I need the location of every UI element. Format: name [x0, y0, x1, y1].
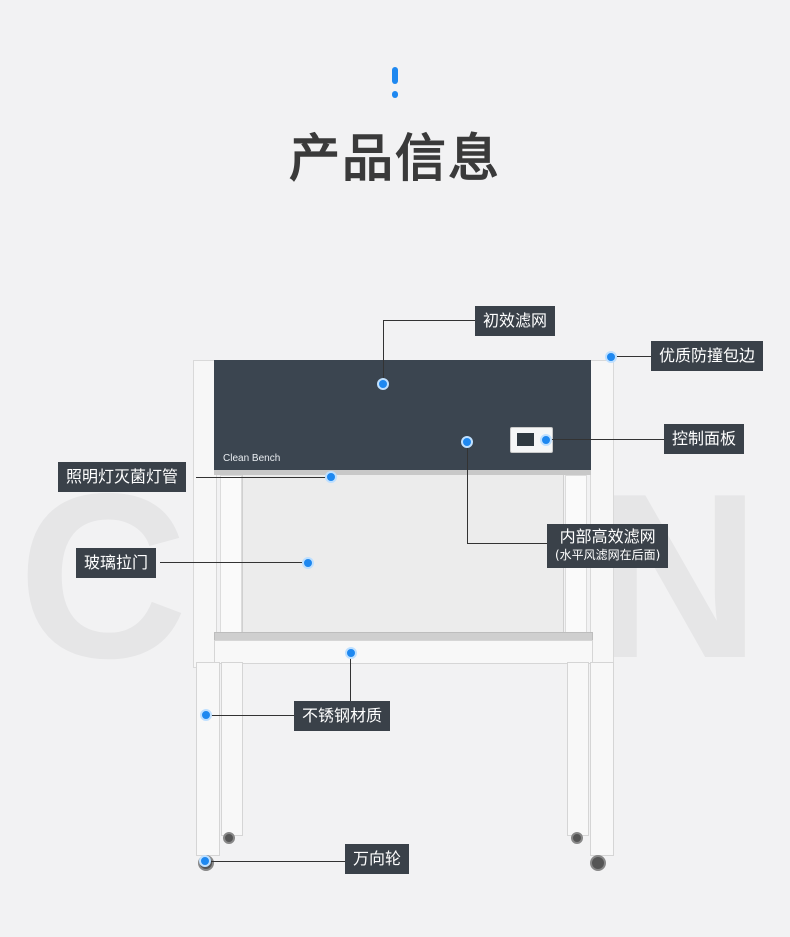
- accent-bar: [392, 67, 398, 84]
- callout-glass-door: 玻璃拉门: [76, 548, 157, 578]
- left-pillar: [193, 360, 217, 668]
- callout-casters: 万向轮: [345, 844, 410, 874]
- hotspot-dot[interactable]: [345, 647, 357, 659]
- leader-line: [611, 356, 651, 357]
- callout-primary-filter: 初效滤网: [475, 306, 556, 336]
- leader-line: [350, 652, 351, 702]
- hotspot-dot[interactable]: [461, 436, 473, 448]
- crossbar: [214, 640, 593, 664]
- accent-dot: [392, 91, 398, 98]
- callout-stainless: 不锈钢材质: [294, 701, 391, 731]
- right-pillar: [590, 360, 614, 668]
- hotspot-dot[interactable]: [200, 709, 212, 721]
- glass-frame-left: [220, 475, 242, 637]
- display-screen-icon: [517, 433, 534, 446]
- brand-label: Clean Bench: [223, 453, 281, 464]
- caster-wheel-icon: [223, 832, 235, 844]
- caster-wheel-icon: [571, 832, 583, 844]
- lamp-bar: [214, 470, 591, 475]
- hotspot-dot[interactable]: [325, 471, 337, 483]
- hotspot-dot[interactable]: [540, 434, 552, 446]
- hotspot-dot[interactable]: [377, 378, 389, 390]
- caster-wheel-icon: [590, 855, 606, 871]
- hotspot-dot[interactable]: [199, 855, 211, 867]
- callout-control-panel: 控制面板: [664, 424, 745, 454]
- leader-line: [383, 320, 476, 321]
- hotspot-dot[interactable]: [605, 351, 617, 363]
- callout-hepa-filter: 内部高效滤网 (水平风滤网在后面): [547, 524, 669, 568]
- glass-door: [242, 475, 564, 635]
- leader-line: [196, 477, 330, 478]
- callout-edge-guard: 优质防撞包边: [651, 341, 764, 371]
- leg-front-left: [196, 662, 220, 856]
- leader-line: [546, 439, 664, 440]
- callout-uv-light: 照明灯灭菌灯管: [58, 462, 187, 492]
- leader-line: [160, 562, 308, 563]
- leg-front-right: [590, 662, 614, 856]
- leg-back-right: [567, 662, 589, 836]
- leader-line: [383, 320, 384, 383]
- leg-back-left: [221, 662, 243, 836]
- callout-hepa-note: (水平风滤网在后面): [555, 548, 661, 562]
- hotspot-dot[interactable]: [302, 557, 314, 569]
- page-title: 产品信息: [288, 130, 501, 189]
- callout-hepa-title: 内部高效滤网: [559, 527, 656, 546]
- leader-line: [467, 543, 547, 544]
- leader-line: [467, 442, 468, 544]
- leader-line: [205, 861, 345, 862]
- leader-line: [206, 715, 294, 716]
